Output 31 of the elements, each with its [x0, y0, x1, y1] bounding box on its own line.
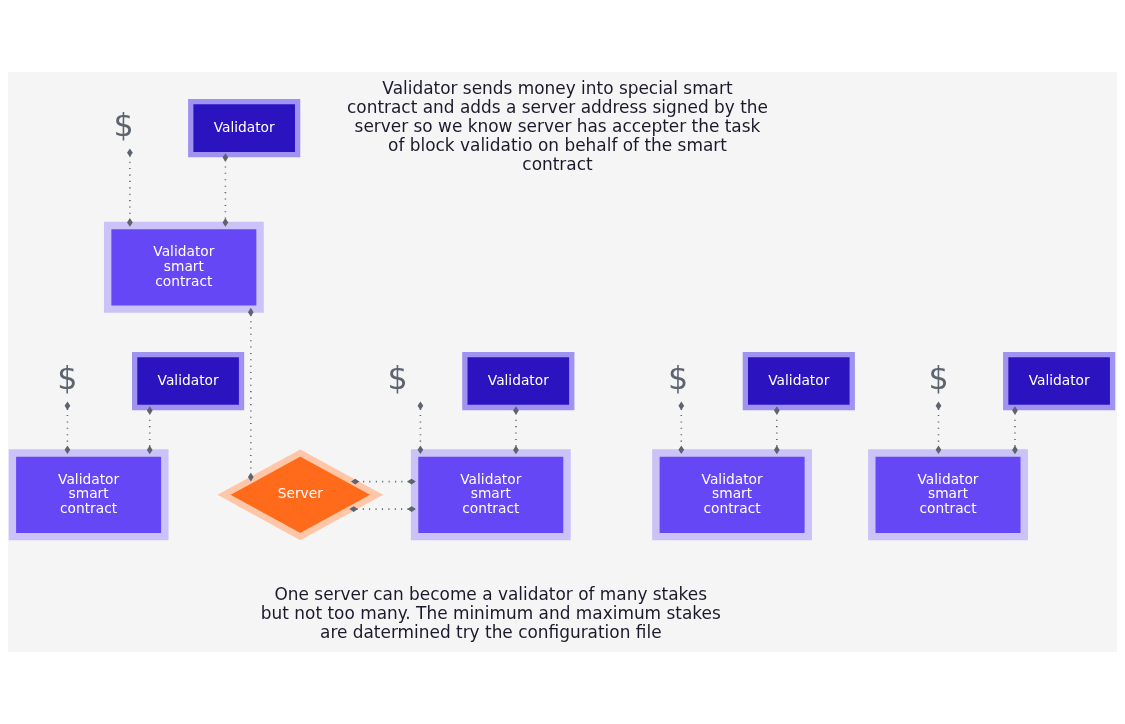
node-box: Validator [742, 351, 855, 411]
node-diamond: Server [217, 449, 384, 541]
label: Validator sends money into special smart contract and adds a server address signed by the server so we know server has accepter the task of block validatio on behalf of the smart contract [347, 78, 768, 175]
node-box: Validator smart contract [868, 449, 1028, 541]
node-box: Validator smart contract [652, 449, 812, 541]
node-text: $ [668, 359, 689, 396]
node-text: $ [57, 359, 78, 396]
node-box: Validator [1003, 351, 1116, 411]
node-box: Validator [462, 351, 575, 411]
connector [247, 307, 254, 482]
connector [349, 506, 416, 512]
connector [222, 153, 229, 227]
connector [1012, 406, 1018, 455]
connector [678, 401, 685, 455]
connector [351, 478, 416, 485]
node-box: Validator smart contract [103, 221, 264, 313]
node-box: Validator smart contract [410, 449, 571, 541]
node-box: Validator [132, 351, 245, 411]
node-box: Validator [188, 99, 301, 158]
node-box: Validator smart contract [8, 449, 169, 541]
node-text: $ [387, 359, 408, 396]
label: One server can become a validator of many stakes but not too many. The minimum and maximum stakes are datermined try the configuration file [260, 583, 721, 643]
connector [417, 401, 424, 455]
connector [146, 406, 153, 455]
node-text: $ [928, 359, 949, 396]
connector [773, 406, 780, 455]
connector [127, 148, 133, 227]
connector [935, 401, 942, 455]
node-text: $ [113, 107, 134, 144]
connector [64, 401, 71, 455]
connector [513, 406, 519, 455]
